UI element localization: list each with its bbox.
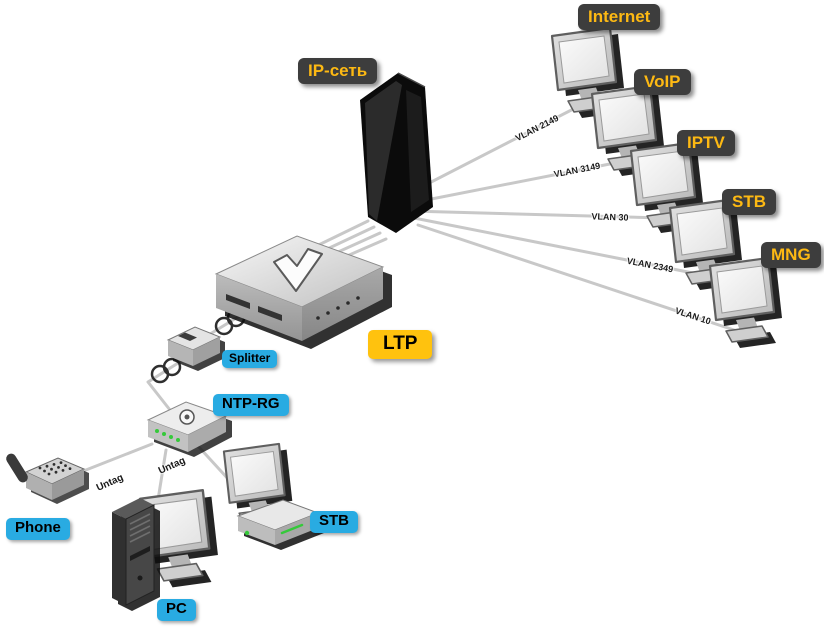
mng-service-badge: MNG <box>761 242 821 269</box>
link-tower-internet <box>400 101 587 199</box>
link-tower-iptv <box>408 209 666 220</box>
stb-service-badge: STB <box>722 189 776 216</box>
pc-device-icon <box>112 488 220 611</box>
ntp-rg-badge: NTP-RG <box>213 394 289 416</box>
link-tower-mng <box>416 223 745 335</box>
vendor-logo-icon <box>273 248 323 292</box>
keypad-icon <box>38 461 72 476</box>
ltp-device-icon <box>214 235 392 349</box>
voip-service-badge: VoIP <box>634 69 691 96</box>
stb-badge: STB <box>310 511 358 533</box>
ltp-badge: LTP <box>368 330 433 359</box>
splitter-badge: Splitter <box>222 350 278 368</box>
stb-device-icon <box>222 442 324 550</box>
pc-badge: PC <box>157 599 196 621</box>
phone-device-icon <box>6 453 89 504</box>
monitor-mng-icon <box>708 256 784 350</box>
link-splitter-ntp <box>146 356 188 412</box>
internet-service-badge: Internet <box>578 4 661 31</box>
ntp-rg-device-icon <box>146 401 232 457</box>
link-tower-voip <box>404 159 627 206</box>
phone-badge: Phone <box>6 518 70 540</box>
ip-network-badge: IP-сеть <box>298 58 378 85</box>
iptv-service-badge: IPTV <box>677 130 735 157</box>
ip-network-node-icon <box>360 72 433 233</box>
led-indicators-icon <box>155 429 180 442</box>
stb-led-icon <box>244 530 250 536</box>
splitter-device-icon <box>166 326 225 371</box>
vlan-label-iptv: VLAN 30 <box>591 211 629 223</box>
handset-icon <box>6 453 28 483</box>
link-tower-stb <box>412 216 705 277</box>
